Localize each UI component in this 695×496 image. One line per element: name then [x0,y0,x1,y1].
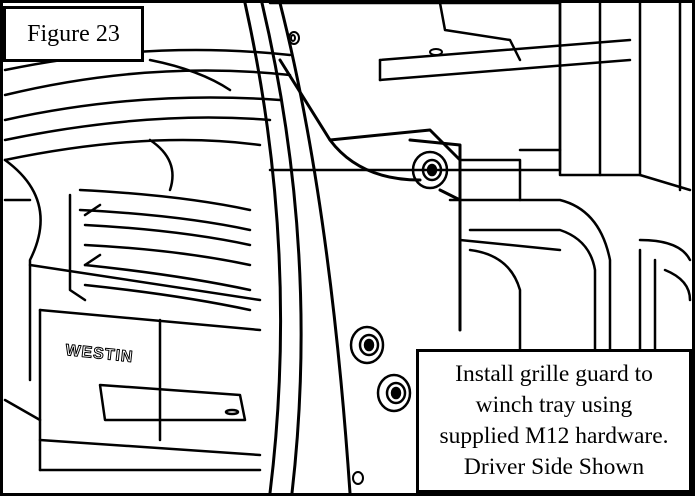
guard-upright [243,1,462,495]
small-holes [288,31,443,485]
note-line: supplied M12 hardware. [439,423,669,449]
lower-bumper [3,263,262,472]
upper-bracket-plate [268,1,692,192]
figure-label-text: Figure 23 [27,20,120,47]
bolt-middle [349,325,385,365]
figure-label: Figure 23 [3,6,144,62]
note-line: winch tray using [475,392,633,418]
grille-slats [3,48,292,382]
winch-tray-housing [448,148,692,352]
instruction-note: Install grille guard to winch tray using… [416,349,692,493]
bolt-lower [376,373,412,413]
bolt-upper [411,150,449,190]
brand-mark-text: WESTIN [65,342,135,366]
note-line: Driver Side Shown [463,454,645,480]
note-line: Install grille guard to [455,361,653,387]
